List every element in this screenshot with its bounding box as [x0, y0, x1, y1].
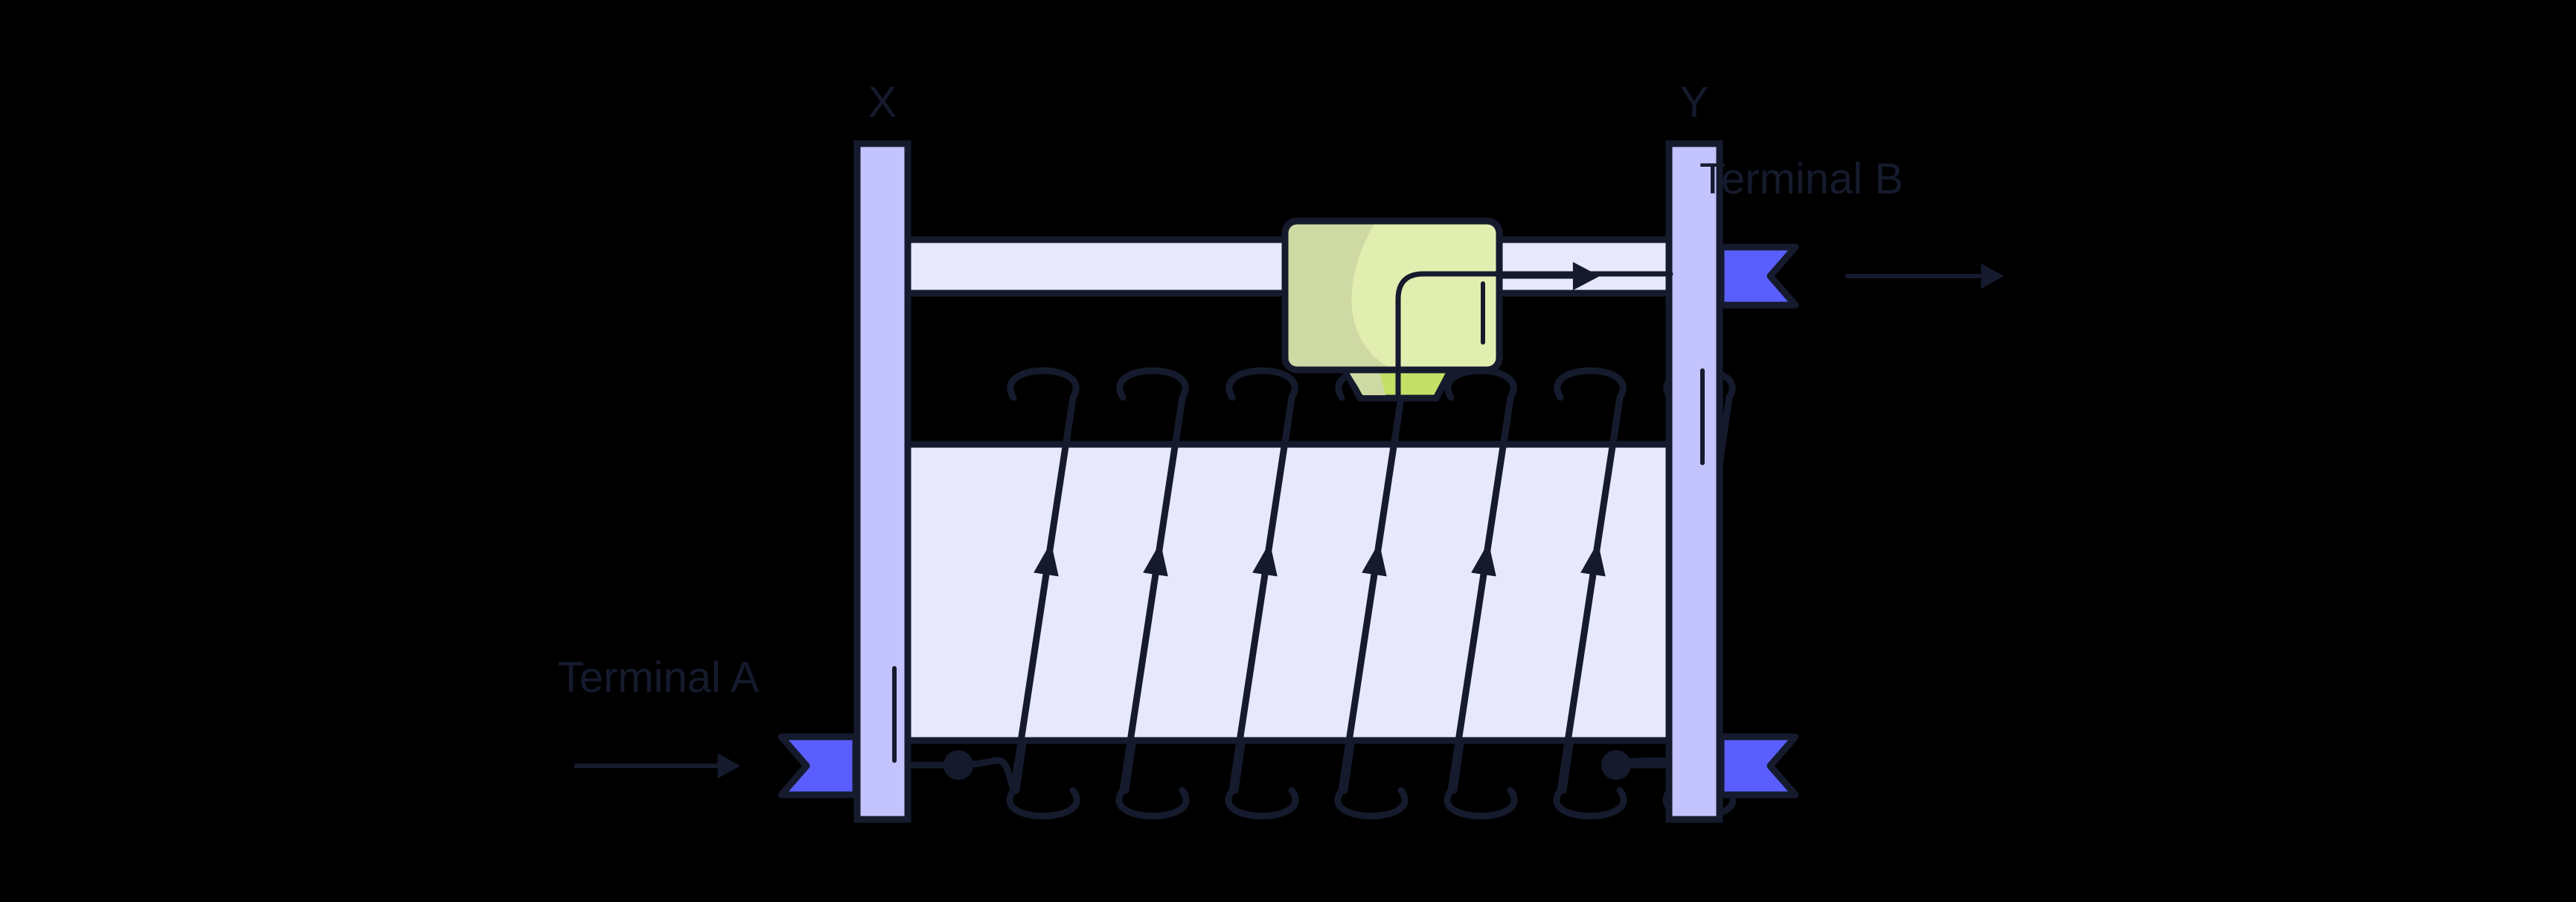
coil-current-arrowhead	[1252, 542, 1278, 577]
terminal-b-label: Terminal B	[1699, 155, 1903, 203]
coil-front-strand	[1557, 394, 1624, 794]
end-posts[interactable]	[853, 140, 1723, 823]
terminal-b-marker[interactable]	[1717, 243, 1799, 309]
slider-assembly[interactable]	[1281, 217, 1673, 402]
post-y-label: Y	[1680, 78, 1709, 127]
coil-loop-top-arc	[1554, 367, 1627, 401]
coil-front-strand	[1010, 394, 1077, 794]
junction-node-right	[1601, 750, 1631, 780]
terminal-markers[interactable]	[574, 243, 2004, 799]
post-y[interactable]	[1665, 140, 1723, 823]
core-and-rails	[903, 236, 1674, 744]
terminal-a-label: Terminal A	[558, 653, 760, 702]
coil-current-arrowhead	[1034, 542, 1059, 577]
terminal-b-flow-arrowhead	[1981, 263, 2004, 289]
post-x-label: X	[868, 78, 897, 127]
terminal-a-flow-arrowhead	[717, 753, 740, 778]
coil-current-arrowhead	[1362, 542, 1387, 577]
coil-front-strand	[1338, 394, 1405, 794]
coil-loop-top-arc	[1007, 367, 1080, 401]
coil-front-strand	[1119, 394, 1186, 794]
inductor-core	[903, 441, 1674, 744]
coil-front-strand	[1228, 394, 1295, 794]
coil-loop-top-arc	[1225, 367, 1298, 401]
coil-front-strand	[1447, 394, 1514, 794]
slider-body-shading	[1287, 224, 1388, 367]
coil-loop-top-arc	[1116, 367, 1189, 401]
coil-loop-bottom-arc	[1334, 787, 1409, 819]
wiper-conductor	[1395, 271, 1673, 401]
terminal-a-marker[interactable]	[778, 733, 859, 799]
text-labels: X Y Terminal A Terminal B	[558, 78, 1903, 702]
slider-foot-shading	[1348, 371, 1385, 395]
coil-current-arrowhead	[1471, 542, 1496, 577]
post-x[interactable]	[853, 140, 911, 823]
upper-rail-right	[1494, 236, 1674, 297]
coil-loop-bottom-arc	[1444, 787, 1518, 819]
coil-loop-bottom-arc	[1225, 787, 1299, 819]
coil-current-arrowhead	[1143, 542, 1168, 577]
slider-body-outline	[1281, 217, 1503, 374]
junction-node-left	[943, 750, 973, 780]
terminal-b-lower-marker[interactable]	[1717, 733, 1799, 799]
coil-loop-bottom-arc	[1006, 787, 1080, 819]
coil-current-arrowhead	[1580, 542, 1606, 577]
upper-rail-left	[903, 236, 1289, 297]
coil-loop-bottom-arc	[1115, 787, 1190, 819]
coil-loop-bottom-arc	[1553, 787, 1627, 819]
